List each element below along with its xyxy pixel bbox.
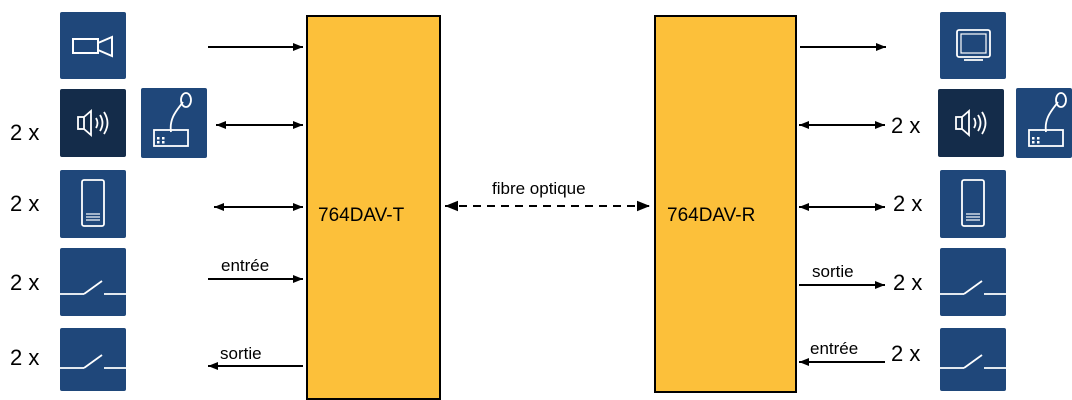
multiplier-contact-out-right: 2 x (893, 270, 923, 295)
intercom-tile-left (141, 88, 207, 158)
transmitter-label: 764DAV-T (318, 205, 405, 226)
data-rack-icon (961, 179, 985, 227)
monitor-tile (940, 12, 1006, 79)
multiplier-data-left: 2 x (10, 191, 40, 216)
left-output-label: sortie (220, 344, 262, 363)
data-rack-tile-right (940, 170, 1006, 238)
transmitter-box (306, 15, 441, 400)
contact-switch-icon (940, 280, 1006, 295)
multiplier-data-right: 2 x (893, 191, 923, 216)
contact-out-tile-left (60, 328, 126, 391)
connection-lines (208, 43, 886, 370)
contact-switch-icon (60, 354, 126, 369)
right-output-label: sortie (812, 262, 854, 281)
data-rack-tile-left (60, 170, 126, 238)
left-input-label: entrée (221, 256, 270, 275)
speaker-tile-left (60, 89, 126, 157)
multiplier-contact-out-left: 2 x (10, 345, 40, 370)
intercom-handset-icon (153, 92, 192, 147)
multiplier-audio-right: 2 x (891, 113, 921, 138)
right-input-label: entrée (810, 339, 859, 358)
contact-out-tile-right (940, 248, 1006, 316)
multiplier-contact-in-left: 2 x (10, 270, 40, 295)
contact-switch-icon (940, 354, 1006, 369)
speaker-icon (955, 109, 987, 137)
contact-in-tile-left (60, 248, 126, 316)
contact-in-tile-right (940, 328, 1006, 391)
contact-switch-icon (60, 280, 126, 295)
video-camera-icon (72, 35, 113, 58)
intercom-tile-right (1016, 88, 1072, 158)
monitor-icon (956, 29, 991, 61)
data-rack-icon (81, 179, 105, 227)
intercom-handset-icon (1028, 92, 1067, 147)
video-camera-tile (60, 12, 126, 79)
multiplier-contact-in-right: 2 x (891, 341, 921, 366)
speaker-tile-right (938, 89, 1004, 157)
receiver-box (654, 15, 797, 393)
multiplier-audio-left: 2 x (10, 120, 40, 145)
speaker-icon (77, 109, 109, 137)
fibre-link-label: fibre optique (492, 179, 586, 198)
receiver-label: 764DAV-R (667, 205, 756, 226)
